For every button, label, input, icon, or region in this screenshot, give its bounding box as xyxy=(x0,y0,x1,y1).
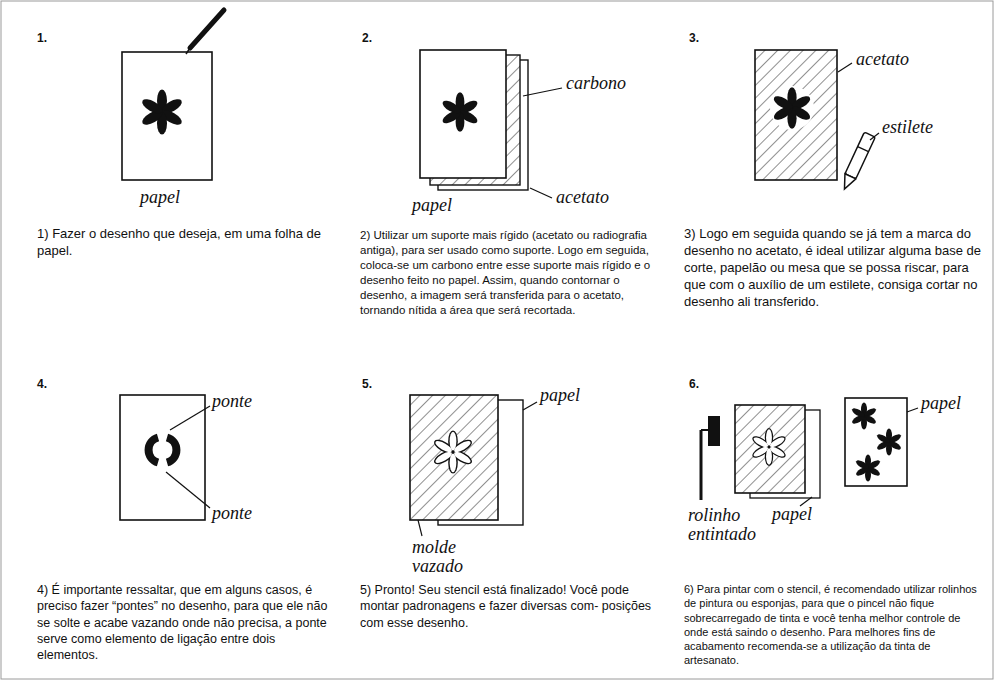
layers-sketch xyxy=(420,50,562,198)
cutting-sketch xyxy=(755,50,879,192)
sketch-label: papel xyxy=(140,188,180,207)
step-number: 6. xyxy=(689,377,699,391)
sketch-label: estilete xyxy=(882,118,933,137)
step-text: 5) Pronto! Seu stencil está finalizado! … xyxy=(360,582,658,631)
step-number: 5. xyxy=(362,377,372,391)
step-text: 4) É importante ressaltar, que em alguns… xyxy=(37,582,337,663)
step-number: 3. xyxy=(689,31,699,45)
step-number: 2. xyxy=(362,31,372,45)
sketch-label: papel xyxy=(540,386,580,405)
step-number: 4. xyxy=(37,377,47,391)
painting-sketch xyxy=(701,398,918,506)
bridge-sketch xyxy=(120,395,210,520)
stencil-sketch xyxy=(410,395,537,536)
sketch-label: molde vazado xyxy=(412,538,482,576)
paper-sketch xyxy=(122,10,224,180)
sketch-label: acetato xyxy=(856,50,909,69)
step-text: 1) Fazer o desenho que deseja, em uma fo… xyxy=(37,226,332,260)
sketch-label: ponte xyxy=(212,392,252,411)
sketch-label: ponte xyxy=(212,504,252,523)
sketch-label: acetato xyxy=(556,188,609,207)
sketch-label: papel xyxy=(772,505,812,524)
sketch-label: carbono xyxy=(566,74,626,93)
sketch-label: rolinho entintado xyxy=(688,506,768,544)
step-text: 2) Utilizar um suporte mais rígido (acet… xyxy=(360,228,660,318)
step-text: 3) Logo em seguida quando se já tem a ma… xyxy=(684,226,986,310)
step-text: 6) Para pintar com o stencil, é recomend… xyxy=(684,582,986,668)
sketch-label: papel xyxy=(921,394,961,413)
sketch-label: papel xyxy=(412,196,452,215)
step-number: 1. xyxy=(37,31,47,45)
